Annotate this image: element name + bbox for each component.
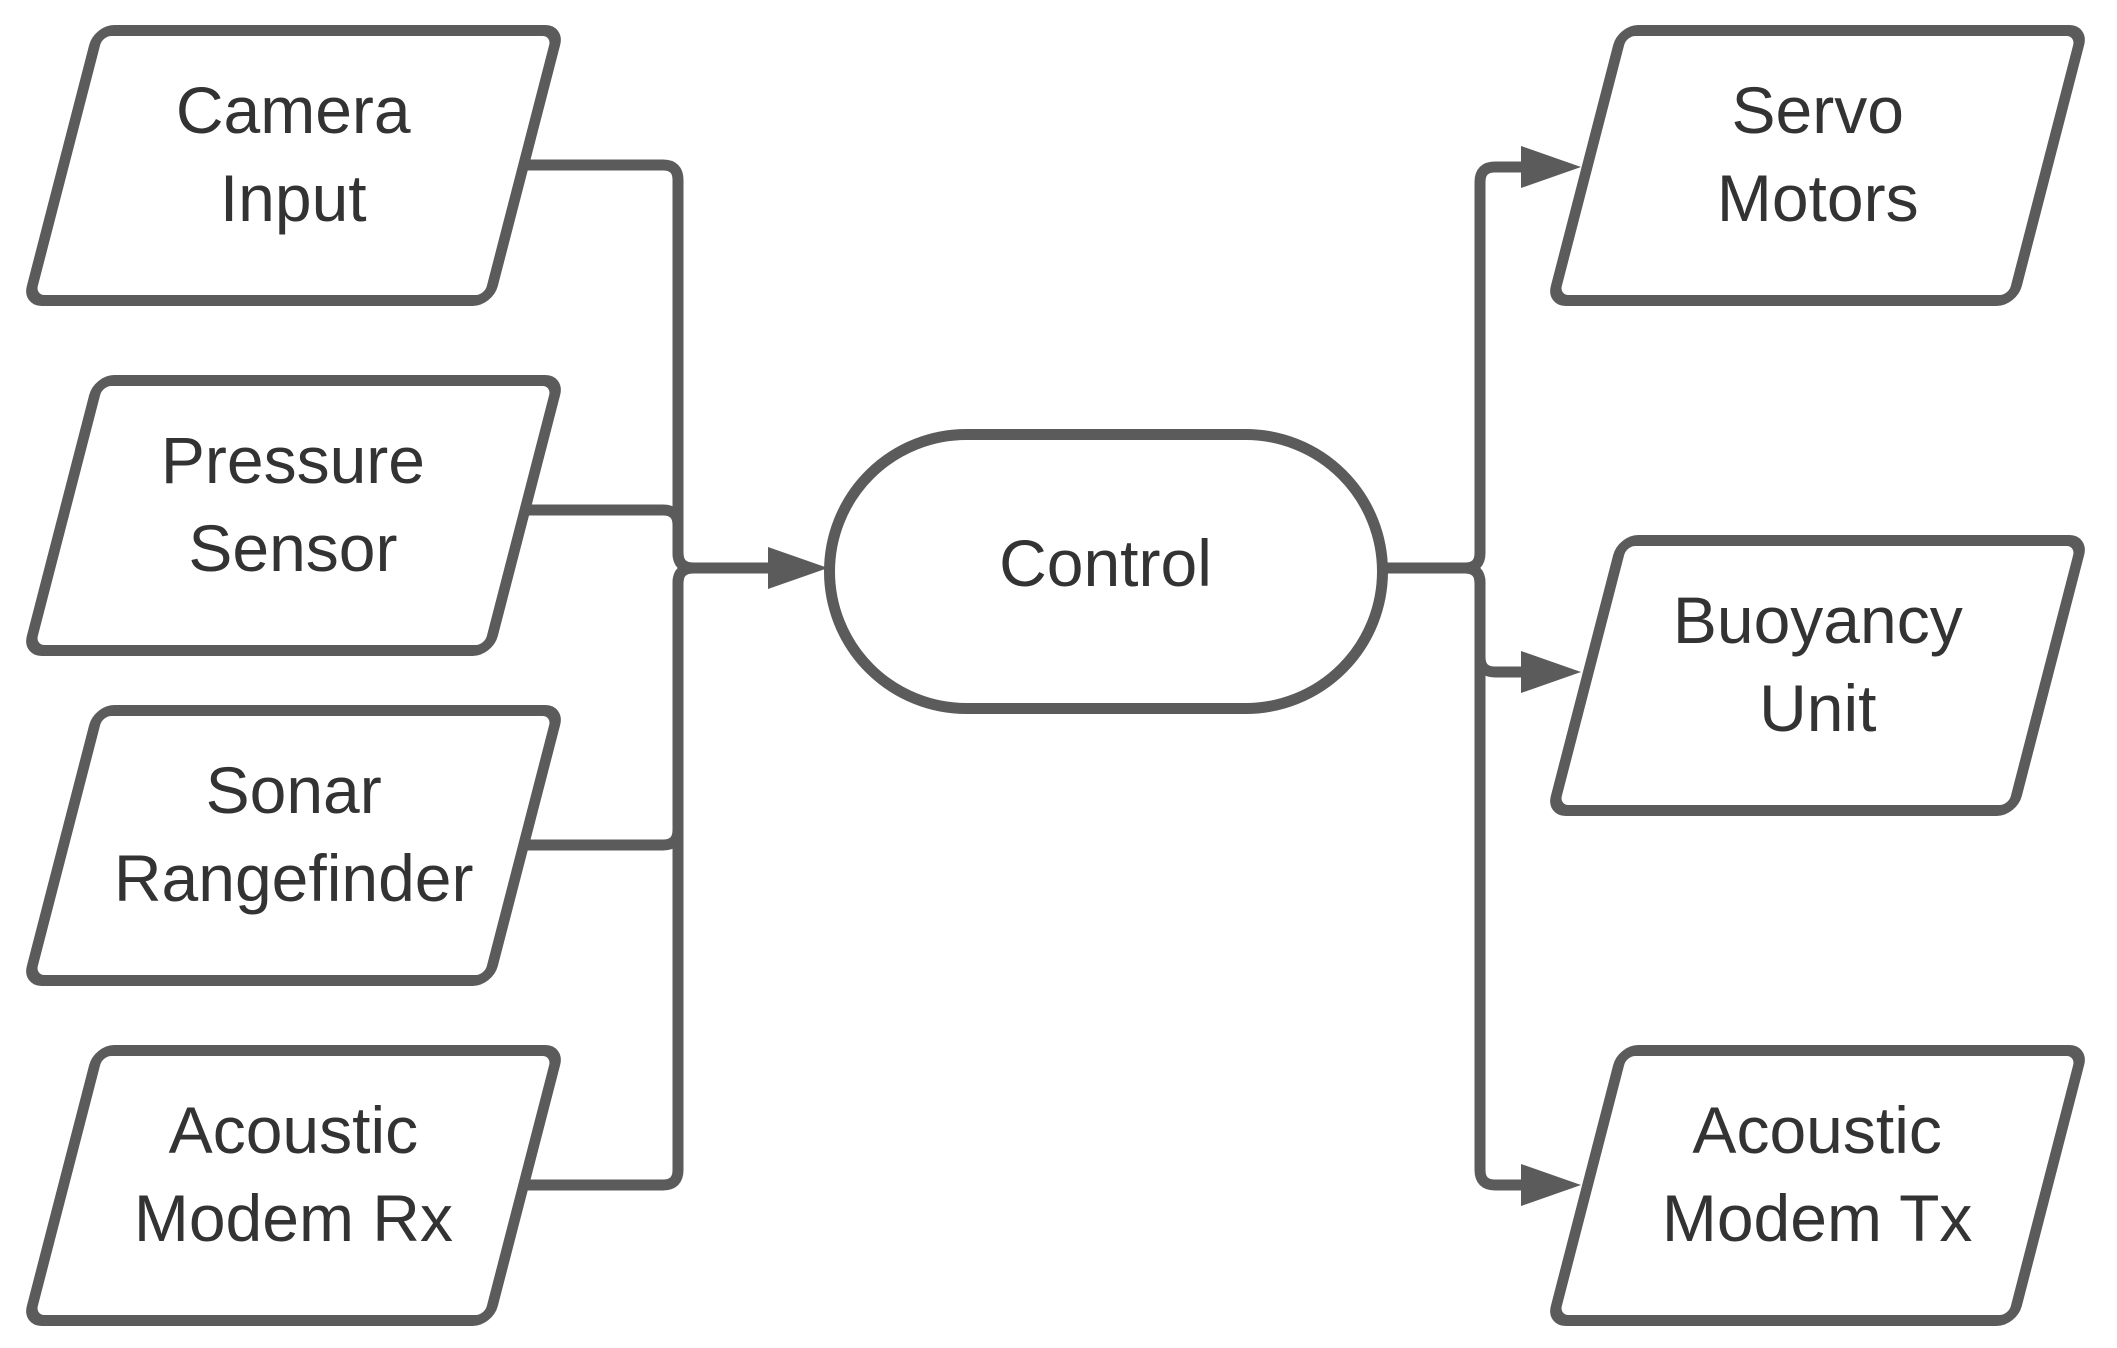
node-pressure-sensor: Pressure Sensor	[21, 374, 565, 656]
edge-pressure-sensor-to-control	[518, 504, 770, 574]
node-control-label: Control	[999, 526, 1212, 600]
edge-control-to-servo-motors	[1378, 161, 1523, 574]
node-buoyancy-unit-label: Buoyancy Unit	[1672, 582, 1962, 744]
node-sonar-rangefinder: Sonar Rangefinder	[21, 704, 565, 986]
edge-control-to-acoustic-modem-tx	[1378, 562, 1523, 1191]
arrowhead-into-acoustic-modem-tx	[1521, 1164, 1581, 1206]
node-control: Control	[823, 428, 1388, 714]
node-pressure-sensor-label: Pressure Sensor	[160, 422, 426, 584]
node-camera-input: Camera Input	[21, 24, 565, 306]
node-acoustic-modem-tx-label: Acoustic Modem Tx	[1661, 1092, 1973, 1254]
arrowhead-into-servo-motors	[1521, 146, 1581, 188]
node-sonar-rangefinder-label: Sonar Rangefinder	[113, 752, 473, 914]
arrowhead-into-buoyancy-unit	[1521, 651, 1581, 693]
node-acoustic-modem-rx-label: Acoustic Modem Rx	[133, 1092, 453, 1254]
arrowhead-into-control	[768, 547, 828, 589]
node-camera-input-label: Camera Input	[175, 72, 411, 234]
node-servo-motors-label: Servo Motors	[1716, 72, 1918, 234]
node-acoustic-modem-tx: Acoustic Modem Tx	[1545, 1044, 2089, 1326]
node-servo-motors: Servo Motors	[1545, 24, 2089, 306]
node-buoyancy-unit: Buoyancy Unit	[1545, 534, 2089, 816]
edge-acoustic-modem-rx-to-control	[518, 562, 770, 1191]
edge-control-to-buoyancy-unit	[1378, 562, 1523, 678]
edge-sonar-rangefinder-to-control	[518, 562, 770, 851]
node-acoustic-modem-rx: Acoustic Modem Rx	[21, 1044, 565, 1326]
